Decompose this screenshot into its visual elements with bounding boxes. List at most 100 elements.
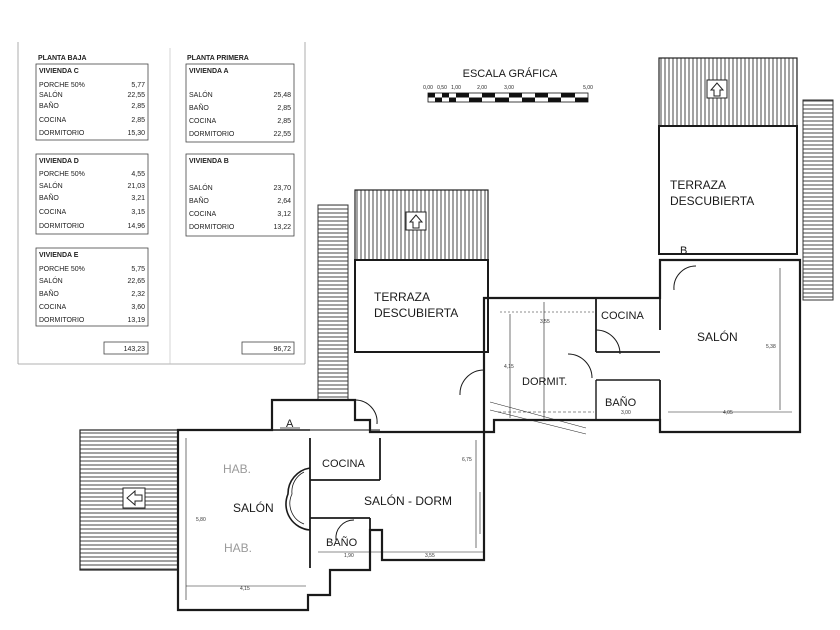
terraza-2-area	[658, 125, 798, 255]
vb-row1-label: SALÓN	[189, 183, 213, 192]
vc-row1-value: 5,77	[131, 82, 145, 89]
vb-row1-value: 23,70	[273, 185, 291, 192]
dim-3: 5,38	[766, 344, 776, 350]
va-row4-value: 22,55	[273, 131, 291, 138]
scale-tick-0: 0,00	[423, 85, 433, 91]
dim-6: 6,75	[462, 457, 472, 463]
vc-row2-label: SALÓN	[39, 90, 63, 99]
ve-row2-value: 22,65	[127, 278, 145, 285]
vb-row4-label: DORMITORIO	[189, 224, 235, 231]
vb-row3-value: 3,12	[277, 211, 291, 218]
planta-primera-title: PLANTA PRIMERA	[187, 55, 249, 62]
terraza-1-label-line2: DESCUBIERTA	[374, 306, 458, 320]
scale-tick-1: 0,50	[437, 85, 447, 91]
vd-row1-label: PORCHE 50%	[39, 171, 85, 178]
dim-4: 3,00	[621, 410, 631, 416]
va-row1-value: 25,48	[273, 92, 291, 99]
cocina-b-label: COCINA	[601, 310, 644, 322]
vd-row1-value: 4,55	[131, 171, 145, 178]
ve-row1-label: PORCHE 50%	[39, 266, 85, 273]
vivienda-e-box	[35, 247, 149, 327]
arrow-up-icon	[405, 211, 427, 231]
upper-unit-walls	[482, 258, 802, 434]
vc-row5-value: 15,30	[127, 130, 145, 137]
vd-row2-value: 21,03	[127, 183, 145, 190]
bano-b-label: BAÑO	[605, 396, 637, 409]
cocina-a-label: COCINA	[322, 458, 365, 470]
dim-1: 3,55	[540, 319, 550, 325]
entrance-b-label: B	[680, 245, 687, 257]
terraza-2-hatch	[658, 57, 798, 127]
hab-1-label: HAB.	[223, 462, 251, 476]
bano-a-label: BAÑO	[326, 536, 358, 549]
planta-baja-title: PLANTA BAJA	[38, 55, 87, 62]
area-table: PLANTA BAJA VIVIENDA C PORCHE 50% 5,77 S…	[17, 42, 306, 365]
vivienda-a-box	[185, 63, 295, 143]
dim-9: 3,55	[425, 553, 435, 559]
vb-row4-value: 13,22	[273, 224, 291, 231]
vivienda-e-name: VIVIENDA E	[39, 252, 79, 259]
ve-row2-label: SALÓN	[39, 276, 63, 285]
scale-tick-2: 1,00	[451, 85, 461, 91]
terraza-2-label-line2: DESCUBIERTA	[670, 194, 754, 208]
dormit-label: DORMIT.	[522, 376, 567, 388]
vd-row5-label: DORMITORIO	[39, 223, 85, 230]
vivienda-c-name: VIVIENDA C	[39, 68, 79, 75]
salon-a-label: SALÓN	[233, 500, 274, 515]
planta-primera-total-box	[241, 341, 295, 355]
vd-row3-label: BAÑO	[39, 193, 59, 202]
vivienda-c-box	[35, 63, 149, 141]
planta-baja-total-box	[103, 341, 149, 355]
ve-row4-label: COCINA	[39, 304, 67, 311]
stair-right-hatch	[802, 99, 834, 301]
va-row3-label: COCINA	[189, 118, 217, 125]
ve-row1-value: 5,75	[131, 266, 145, 273]
vd-row5-value: 14,96	[127, 223, 145, 230]
va-row2-value: 2,85	[277, 105, 291, 112]
planta-primera-total: 96,72	[273, 346, 291, 353]
dim-2: 4,15	[504, 364, 514, 370]
salon-dorm-label: SALÓN - DORM	[364, 493, 452, 508]
ve-row5-value: 13,19	[127, 317, 145, 324]
va-row4-label: DORMITORIO	[189, 131, 235, 138]
ve-row3-value: 2,32	[131, 291, 145, 298]
dim-7: 5,80	[196, 517, 206, 523]
stair-left-hatch	[317, 204, 349, 401]
building-plan	[79, 57, 834, 612]
hab-2-label: HAB.	[224, 541, 252, 555]
vivienda-b-box	[185, 153, 295, 237]
dim-5: 4,05	[723, 410, 733, 416]
ve-row4-value: 3,60	[131, 304, 145, 311]
vb-row3-label: COCINA	[189, 211, 217, 218]
terraza-2-label-line1: TERRAZA	[670, 178, 726, 192]
dimension-labels: 3,55 4,15 5,38 3,00 4,05 6,75 5,80 1,90 …	[196, 319, 776, 592]
vb-row2-value: 2,64	[277, 198, 291, 205]
vd-row2-label: SALÓN	[39, 181, 63, 190]
terraza-1-area	[354, 259, 489, 353]
vc-row2-value: 22,55	[127, 92, 145, 99]
vd-row4-label: COCINA	[39, 209, 67, 216]
scale-bar: ESCALA GRÁFICA 0,00 0,50 1,00 2,00 3,00 …	[423, 67, 593, 103]
vc-row5-label: DORMITORIO	[39, 130, 85, 137]
scale-tick-3: 2,00	[477, 85, 487, 91]
vc-row1-label: PORCHE 50%	[39, 82, 85, 89]
vivienda-b-name: VIVIENDA B	[189, 158, 229, 165]
vivienda-d-box	[35, 153, 149, 235]
vd-row4-value: 3,15	[131, 209, 145, 216]
room-labels: TERRAZA DESCUBIERTA TERRAZA DESCUBIERTA …	[223, 178, 754, 555]
vivienda-a-name: VIVIENDA A	[189, 68, 229, 75]
va-row1-label: SALÓN	[189, 90, 213, 99]
ve-row3-label: BAÑO	[39, 289, 59, 298]
terraza-1-label-line1: TERRAZA	[374, 290, 430, 304]
vivienda-d-name: VIVIENDA D	[39, 158, 79, 165]
planta-baja-total: 143,23	[124, 346, 146, 353]
vb-row2-label: BAÑO	[189, 196, 209, 205]
dim-10: 4,15	[240, 586, 250, 592]
entrance-a-label: A	[286, 418, 294, 430]
scale-tick-4: 3,00	[504, 85, 514, 91]
vd-row3-value: 3,21	[131, 195, 145, 202]
scale-title: ESCALA GRÁFICA	[463, 67, 558, 80]
va-row2-label: BAÑO	[189, 103, 209, 112]
ve-row5-label: DORMITORIO	[39, 317, 85, 324]
va-row3-value: 2,85	[277, 118, 291, 125]
